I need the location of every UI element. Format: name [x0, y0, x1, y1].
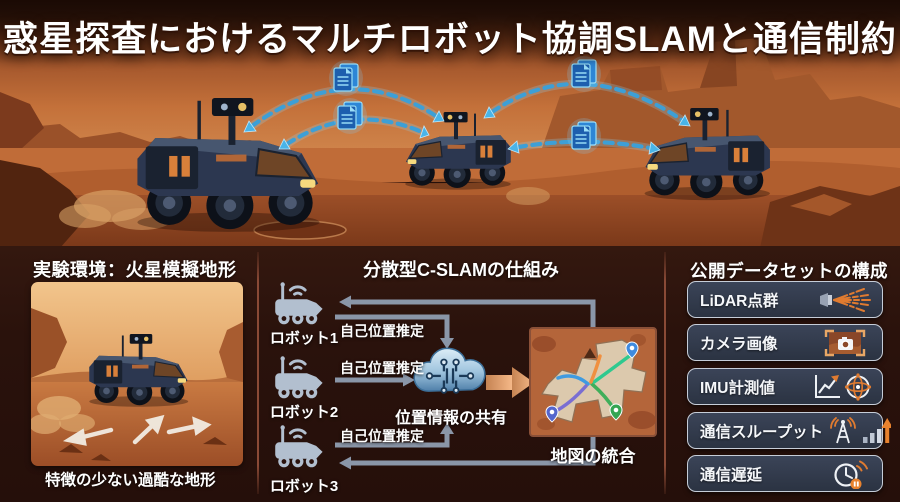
mountain-marker [584, 348, 596, 358]
imu-chart-gyroscope-icon [808, 372, 876, 402]
dataset-card-label: IMU計測値 [700, 379, 775, 397]
robot-icon-2 [273, 354, 325, 400]
robot-2-label: ロボット2 [269, 404, 339, 421]
camera-icon [808, 328, 876, 358]
page-title: 惑星探査におけるマルチロボット協調SLAMと通信制約 [3, 20, 897, 59]
localization-label-3: 自己位置推定 [340, 428, 424, 444]
cloud-share-label: 位置情報の共有 [394, 410, 507, 427]
merge-arrow [486, 367, 534, 398]
dataset-card-camera: カメラ画像 [687, 324, 883, 361]
map-pins [545, 341, 639, 423]
cloud-share-icon [413, 347, 486, 394]
antenna-signal-bars-icon [823, 416, 892, 446]
robot-3-label: ロボット3 [269, 478, 339, 495]
dataset-card-label: LiDAR点群 [700, 292, 779, 310]
mars-scene: 惑星探査におけるマルチロボット協調SLAMと通信制約 [0, 0, 900, 248]
dataset-card-lidar: LiDAR点群 [687, 281, 883, 318]
dataset-card-label: 通信スループット [700, 423, 824, 441]
flow-arrows [335, 299, 596, 466]
robot-1-label: ロボット1 [269, 330, 339, 347]
dataset-panel: 公開データセットの構成 LiDAR点群 カメラ画像 [664, 246, 900, 502]
dataset-card-label: 通信遅延 [700, 466, 763, 484]
mars-scene-illustration [0, 0, 900, 248]
data-file-icon [332, 97, 368, 135]
cslam-panel: 分散型C-SLAMの仕組み ロボット1 ロボット2 ロボット3 自己位置推定 自… [258, 246, 664, 502]
data-file-icon [566, 117, 602, 155]
flow-arrowheads [339, 295, 454, 470]
map-merge-label: 地図の統合 [550, 447, 636, 466]
lidar-scan-icon [808, 285, 876, 315]
info-panels-section: 実験環境：火星模擬地形 [0, 246, 900, 502]
panel-divider [257, 252, 259, 494]
cslam-panel-header: 分散型C-SLAMの仕組み [363, 260, 559, 280]
data-file-icon [328, 59, 364, 97]
robot-icon-3 [273, 423, 325, 469]
localization-label-1: 自己位置推定 [340, 323, 424, 339]
cslam-diagram [273, 280, 657, 470]
dataset-card-imu: IMU計測値 [687, 368, 883, 405]
merged-map-thumbnail [529, 327, 657, 437]
dust-clouds [31, 396, 95, 434]
terrain-illustration [31, 282, 243, 466]
clock-latency-icon [808, 459, 876, 489]
map-craters [532, 334, 656, 430]
motion-arrows [62, 414, 212, 446]
dataset-panel-header: 公開データセットの構成 [690, 261, 888, 281]
dust-clouds [59, 187, 550, 230]
rocks [59, 437, 227, 461]
dataset-card-latency: 通信遅延 [687, 455, 883, 492]
dataset-card-throughput: 通信スループット [687, 412, 892, 449]
robot-icon-1 [273, 280, 325, 326]
terrain-caption: 特徴の少ない過酷な地形 [45, 472, 216, 489]
panel-divider [664, 252, 666, 494]
mars-terrain-photo [31, 282, 243, 466]
comm-arrowheads [243, 106, 691, 155]
localization-label-2: 自己位置推定 [340, 360, 424, 376]
environment-panel-header: 実験環境：火星模擬地形 [33, 260, 237, 280]
dataset-card-label: カメラ画像 [700, 335, 778, 353]
